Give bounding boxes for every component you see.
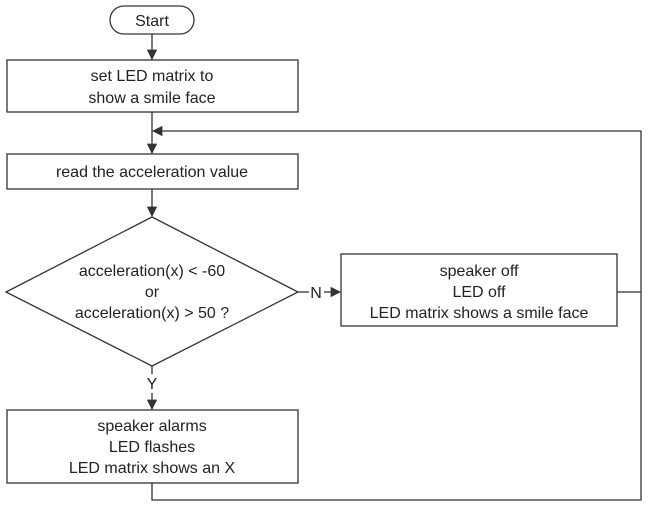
- no-action-line1: speaker off: [440, 263, 519, 280]
- yes-action-line2: LED flashes: [109, 439, 195, 456]
- yes-action-line1: speaker alarms: [97, 418, 206, 435]
- decision-line2: or: [145, 284, 160, 301]
- decision-line3: acceleration(x) > 50 ?: [75, 305, 229, 322]
- no-label: N: [310, 285, 322, 302]
- yes-action-line3: LED matrix shows an X: [69, 460, 236, 477]
- loop-back-line: [151, 125, 642, 292]
- read-acceleration-box: [6, 153, 299, 190]
- set-led-smile-line1: set LED matrix to: [91, 68, 214, 85]
- no-action-line3: LED matrix shows a smile face: [370, 305, 589, 322]
- set-led-smile-box: [6, 59, 299, 113]
- set-led-smile-line2: show a smile face: [88, 90, 215, 107]
- no-action-line2: LED off: [452, 284, 506, 301]
- decision-line1: acceleration(x) < -60: [79, 263, 225, 280]
- no-action-box: [340, 253, 618, 327]
- yes-action-box: [6, 409, 299, 484]
- start-label: Start: [135, 13, 169, 30]
- read-acceleration-label: read the acceleration value: [56, 164, 248, 181]
- yes-action-to-loop: [151, 292, 642, 501]
- yes-label: Y: [147, 376, 158, 393]
